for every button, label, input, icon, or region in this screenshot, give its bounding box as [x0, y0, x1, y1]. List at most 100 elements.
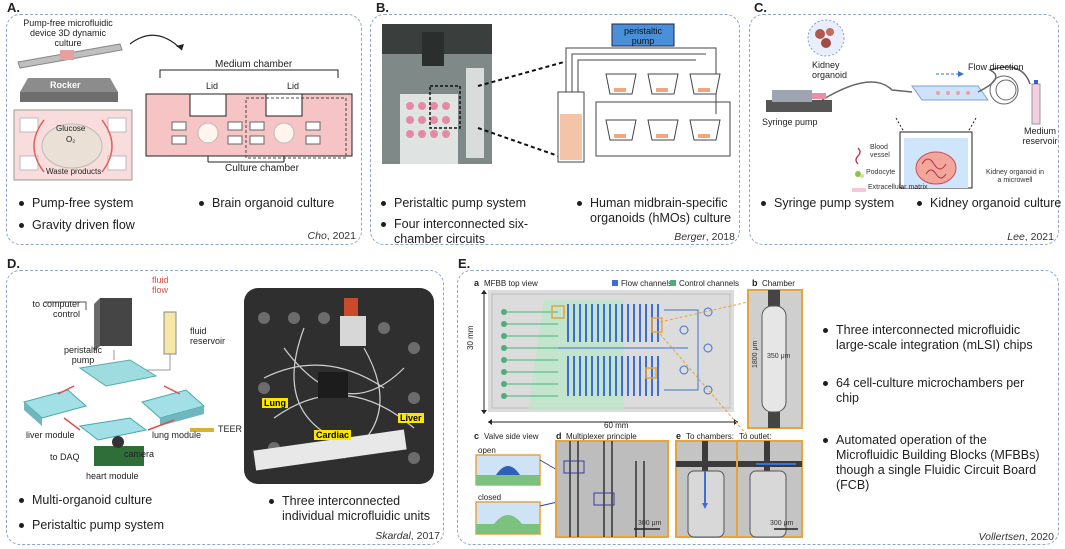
pump-free-device-title: Pump-free microfluidic device 3D dynamic…: [23, 18, 113, 48]
camera-label: camera: [124, 449, 155, 459]
photo-cardiac-label: Cardiac: [314, 430, 352, 440]
panel-e: [457, 270, 1059, 545]
organ-modules-schematic: [22, 298, 214, 466]
lid-label-2: Lid: [287, 81, 300, 91]
panel-e-bullet-2: 64 cell-culture microchambers per chip: [823, 376, 1048, 406]
panel-a-bullet-3: Brain organoid culture: [198, 196, 335, 210]
control-channels-legend: Control channels: [670, 279, 739, 288]
medium-chamber-label: Medium chamber: [215, 59, 293, 70]
rocker-illustration: [17, 43, 123, 102]
podocyte-label: Podocyte: [866, 169, 896, 176]
blood-vessel-label: Blood vessel: [870, 144, 890, 159]
dim-60mm-label: 60 mm: [604, 421, 629, 430]
panel-d-bullet-3: Three interconnected individual microflu…: [269, 494, 452, 524]
flow-detail-illustration: [13, 109, 133, 181]
glucose-label: Glucose: [56, 124, 86, 133]
scale-d-label: 300 μm: [638, 520, 662, 527]
panel-d-bullet-1: Multi-organoid culture: [18, 493, 153, 507]
sub-c-label: c: [474, 431, 480, 441]
panel-c-bullet-2: Kidney organoid culture: [916, 196, 1062, 210]
to-computer-label: to computer control: [32, 299, 80, 319]
valve-open-diagram: [475, 454, 541, 486]
panel-c-bullet-1: Syringe pump system: [760, 196, 895, 210]
valve-closed-diagram: [475, 501, 541, 535]
zoom-lines: [477, 61, 565, 159]
sub-a-label: a: [474, 278, 480, 288]
mfbb-top-view-label: MFBB top view: [484, 279, 538, 288]
kidney-organoid-icon: [807, 19, 845, 57]
panel-d-label: D.: [7, 256, 20, 271]
panel-d-citation: Skardal, 2017: [375, 530, 440, 542]
panel-d-bullet-2: Peristaltic pump system: [19, 518, 164, 532]
panel-e-bullet-3: Automated operation of the Microfluidic …: [823, 433, 1050, 493]
peristaltic-pump-label-d: peristaltic pump: [63, 345, 102, 365]
mfbb-chip-layout: [488, 290, 734, 412]
teer-label: TEER: [218, 424, 243, 434]
circuit-schematic: [557, 23, 731, 163]
open-label: open: [478, 446, 496, 455]
to-chambers-label: To chambers:: [686, 432, 735, 441]
chamber-cross-section: [145, 69, 353, 163]
dimension-arrows: [481, 290, 738, 425]
panel-e-label: E.: [458, 256, 471, 271]
legend-icons: [852, 147, 866, 192]
sub-d-label: d: [556, 431, 562, 441]
medium-reservoir-label: Medium reservoir: [1022, 126, 1058, 146]
culture-chamber-label: Culture chamber: [225, 163, 299, 174]
panel-d: [6, 270, 444, 545]
lid-label-1: Lid: [206, 81, 219, 91]
skardal-device-photo: [244, 288, 434, 484]
kidney-organoid-label: Kidney organoid: [812, 60, 848, 80]
sub-e-label: e: [676, 431, 682, 441]
syringe-pump-label: Syringe pump: [762, 117, 818, 127]
rocker-label: Rocker: [50, 80, 81, 90]
multiplexer-label: Multiplexer principle: [566, 432, 637, 441]
syringe-pump-setup: [766, 66, 1041, 125]
panel-c: [749, 14, 1059, 245]
peristaltic-setup-photo: [382, 24, 492, 164]
ecm-label: Extracellular matrix: [868, 184, 928, 191]
scale-e-label: 300 μm: [770, 520, 794, 527]
fluid-reservoir-label: fluid reservoir: [190, 326, 226, 346]
panel-a-citation: Cho, 2021: [307, 230, 356, 242]
dim-350-label: 350 μm: [767, 353, 791, 360]
panel-b-bullet-1: Peristaltic pump system: [381, 196, 526, 210]
sub-b-label: b: [752, 278, 758, 288]
photo-lung-label: Lung: [262, 398, 288, 408]
microwell-label: Kidney organoid in a microwell: [986, 169, 1044, 184]
valve-side-label: Valve side view: [484, 432, 539, 441]
dim-30mm-label: 30 mm: [466, 325, 475, 350]
panel-b-citation: Berger, 2018: [674, 231, 735, 243]
panel-e-citation: Vollertsen, 2020: [978, 531, 1054, 543]
chamber-micrograph: [747, 289, 803, 429]
lung-module-label: lung module: [152, 430, 202, 440]
flow-routing-micrographs: [675, 440, 803, 538]
heart-module-label: heart module: [86, 471, 139, 481]
o2-label: O₂: [66, 135, 76, 144]
panel-a-bullet-1: Pump-free system: [18, 196, 134, 210]
panel-a-bullet-2: Gravity driven flow: [19, 218, 135, 232]
photo-liver-label: Liver: [398, 413, 424, 423]
panel-b-label: B.: [376, 0, 389, 15]
microwell-detail: [895, 117, 977, 189]
liver-module-label: liver module: [26, 430, 75, 440]
to-outlet-label: To outlet:: [739, 432, 772, 441]
panel-b-bullet-3: Human midbrain-specific organoids (hMOs)…: [577, 196, 738, 226]
zoom-guides: [659, 301, 749, 437]
panel-a-label: A.: [7, 0, 20, 15]
dim-1800-label: 1800 μm: [752, 340, 759, 368]
flow-direction-label: Flow direction: [968, 62, 1024, 72]
panel-c-citation: Lee, 2021: [1007, 231, 1054, 243]
flow-channels-legend: Flow channels: [612, 279, 672, 288]
chamber-label: Chamber: [762, 279, 795, 288]
to-daq-label: to DAQ: [50, 452, 80, 462]
panel-b: [370, 14, 740, 245]
curved-arrow: [129, 34, 184, 51]
panel-c-label: C.: [754, 0, 767, 15]
peristaltic-pump-label: peristaltic pump: [623, 26, 662, 46]
panel-b-bullet-2: Four interconnected six-chamber circuits: [381, 217, 544, 247]
multiplexer-micrograph: [555, 440, 669, 538]
fluid-flow-label: fluid flow: [152, 275, 169, 295]
waste-label: Waste products: [46, 167, 102, 176]
panel-a: [6, 14, 362, 245]
